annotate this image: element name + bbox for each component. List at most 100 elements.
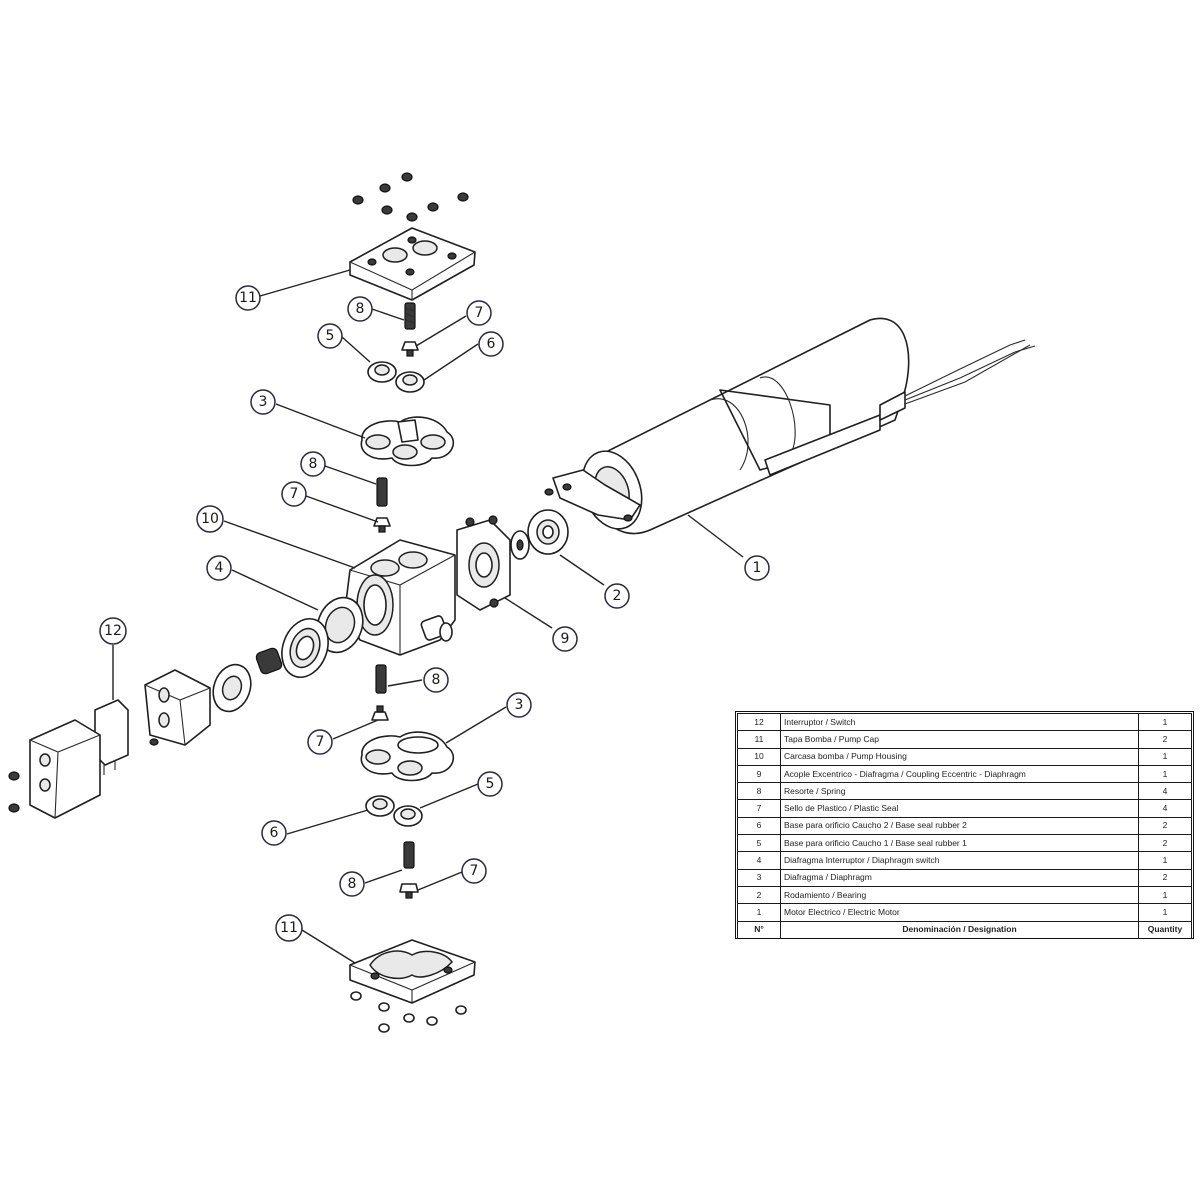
- bom-number-cell: 8: [737, 782, 781, 801]
- callout-7-top: 7: [466, 300, 492, 326]
- bom-designation-cell: Acople Excentrico - Diafragma / Coupling…: [780, 764, 1139, 784]
- svg-text:7: 7: [470, 863, 479, 879]
- bom-quantity-cell: 4: [1138, 782, 1192, 801]
- bom-number-cell: 11: [737, 730, 781, 749]
- callout-11-top: 11: [235, 285, 261, 311]
- callout-8-upper: 8: [300, 451, 326, 477]
- bearing: [510, 509, 569, 560]
- svg-text:3: 3: [515, 697, 524, 713]
- bottom-plastic-seal: [399, 883, 419, 899]
- bom-number-cell: 9: [737, 764, 781, 784]
- bom-designation-cell: Sello de Plastico / Plastic Seal: [780, 799, 1139, 818]
- bom-designation-cell: Base para orificio Caucho 2 / Base seal …: [780, 816, 1139, 836]
- top-plastic-seal: [401, 341, 419, 357]
- lower-plastic-seal: [371, 705, 389, 721]
- bom-quantity-cell: 2: [1138, 834, 1192, 853]
- bom-designation-cell: Motor Electrico / Electric Motor: [780, 903, 1139, 922]
- svg-text:10: 10: [201, 511, 219, 527]
- lower-spring: [375, 664, 387, 694]
- callout-10: 10: [196, 505, 224, 533]
- upper-plastic-seal: [373, 517, 391, 533]
- svg-text:1: 1: [753, 560, 762, 576]
- bom-number-cell: 6: [737, 816, 781, 836]
- top-rubber-seals: [367, 361, 425, 393]
- svg-text:11: 11: [280, 920, 298, 936]
- bom-header-number: N°: [737, 920, 781, 939]
- svg-text:4: 4: [215, 560, 224, 576]
- end-cover: [8, 719, 101, 819]
- svg-text:5: 5: [486, 776, 495, 792]
- top-spring: [404, 302, 416, 330]
- svg-text:11: 11: [239, 290, 257, 306]
- bom-quantity-cell: 1: [1138, 764, 1192, 784]
- svg-text:9: 9: [561, 631, 570, 647]
- callout-4: 4: [206, 555, 232, 581]
- callout-3-top: 3: [250, 389, 276, 415]
- svg-text:6: 6: [487, 336, 496, 352]
- bom-quantity-cell: 1: [1138, 885, 1192, 905]
- bom-quantity-cell: 4: [1138, 799, 1192, 818]
- top-cap-screws: [352, 172, 469, 222]
- svg-text:7: 7: [475, 305, 484, 321]
- bom-quantity-cell: 2: [1138, 730, 1192, 749]
- top-pump-cap: [349, 227, 476, 301]
- callout-3-lower: 3: [506, 692, 532, 718]
- bottom-pump-cap: [349, 939, 476, 1004]
- svg-text:7: 7: [290, 486, 299, 502]
- bom-quantity-cell: 2: [1138, 816, 1192, 836]
- bom-number-cell: 7: [737, 799, 781, 818]
- bom-quantity-cell: 1: [1138, 903, 1192, 922]
- bottom-spring: [403, 841, 415, 869]
- svg-text:8: 8: [348, 876, 357, 892]
- callout-12: 12: [99, 617, 127, 645]
- bom-number-cell: 12: [737, 712, 781, 732]
- bom-designation-cell: Rodamiento / Bearing: [780, 885, 1139, 905]
- bom-number-cell: 5: [737, 834, 781, 853]
- svg-text:2: 2: [613, 588, 622, 604]
- callout-5-lower: 5: [477, 771, 503, 797]
- bom-designation-cell: Diafragma Interruptor / Diaphragm switch: [780, 851, 1139, 870]
- bom-quantity-cell: 1: [1138, 747, 1192, 766]
- bom-designation-cell: Base para orificio Caucho 1 / Base seal …: [780, 834, 1139, 853]
- switch-spring: [255, 647, 283, 675]
- svg-text:8: 8: [432, 672, 441, 688]
- callout-8-lower: 8: [423, 667, 449, 693]
- bom-header-quantity: Quantity: [1138, 920, 1192, 939]
- bom-number-cell: 4: [737, 851, 781, 870]
- callout-1: 1: [744, 555, 770, 581]
- bom-designation-cell: Tapa Bomba / Pump Cap: [780, 730, 1139, 749]
- bom-number-cell: 1: [737, 903, 781, 922]
- svg-text:12: 12: [104, 623, 122, 639]
- callouts: 11 8 7 5 6 3 8 7 10 4 12 1 2 9 8 7 3 5 6…: [99, 285, 770, 942]
- bom-number-cell: 10: [737, 747, 781, 766]
- leader-lines: [112, 269, 744, 964]
- diaphragm-switch: [281, 596, 364, 678]
- top-diaphragm: [360, 416, 455, 467]
- svg-text:5: 5: [326, 328, 335, 344]
- callout-7-upper: 7: [281, 481, 307, 507]
- bom-number-cell: 2: [737, 885, 781, 905]
- callout-6-lower: 6: [261, 820, 287, 846]
- pump-housing: [344, 539, 456, 656]
- bom-header-designation: Denominación / Designation: [780, 920, 1139, 939]
- svg-text:8: 8: [309, 456, 318, 472]
- bom-quantity-cell: 1: [1138, 712, 1192, 732]
- bom-number-cell: 3: [737, 868, 781, 887]
- bom-designation-cell: Carcasa bomba / Pump Housing: [780, 747, 1139, 766]
- bom-designation-cell: Resorte / Spring: [780, 782, 1139, 801]
- svg-text:6: 6: [270, 825, 279, 841]
